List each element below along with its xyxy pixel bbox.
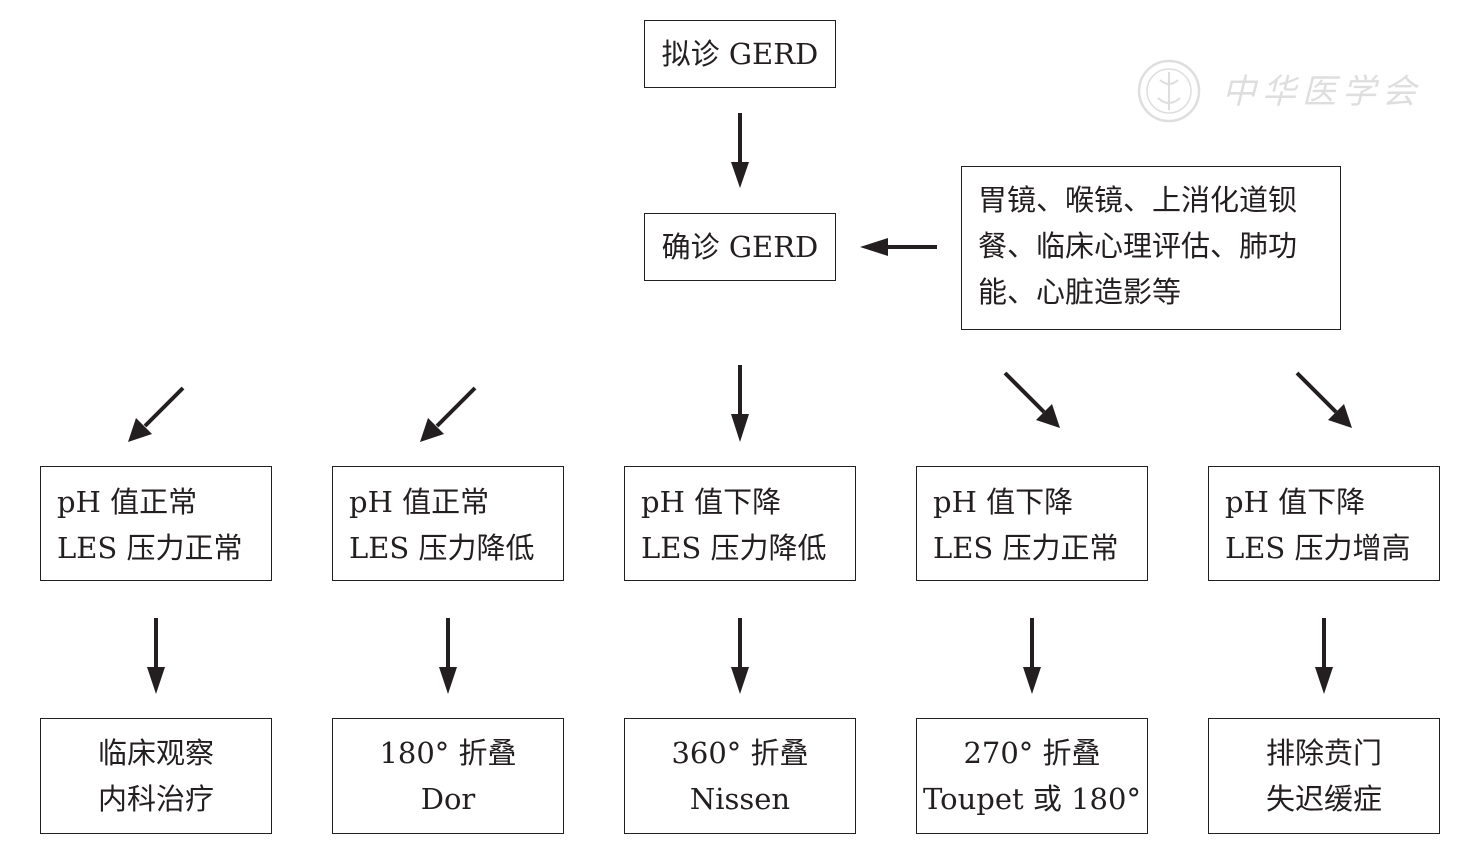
result-box-2: 180° 折叠 Dor [332, 718, 564, 834]
category-les-label: LES 压力降低 [349, 531, 535, 565]
confirm-gerd-box: 确诊 GERD [644, 213, 836, 281]
arrow-category-5-to-result [1315, 618, 1333, 694]
society-seal-icon [1137, 59, 1201, 123]
category-ph-label: pH 值下降 [1225, 485, 1366, 519]
arrow-confirm-to-category-1 [128, 386, 185, 442]
category-ph-label: pH 值正常 [349, 485, 490, 519]
arrow-category-2-to-result [439, 618, 457, 694]
result-line: 180° 折叠 [379, 736, 517, 770]
result-line: Nissen [689, 782, 791, 816]
category-box-5: pH 值下降 LES 压力增高 [1208, 466, 1440, 581]
exams-line: 餐、临床心理评估、肺功 [978, 229, 1298, 263]
category-box-4: pH 值下降 LES 压力正常 [916, 466, 1148, 581]
category-ph-label: pH 值下降 [933, 485, 1074, 519]
result-box-4: 270° 折叠 Toupet 或 180° [916, 718, 1148, 834]
category-box-1: pH 值正常 LES 压力正常 [40, 466, 272, 581]
exams-box: 胃镜、喉镜、上消化道钡 餐、临床心理评估、肺功 能、心脏造影等 [961, 166, 1341, 330]
watermark-text: 中华医学会 [1222, 72, 1422, 112]
category-les-label: LES 压力增高 [1225, 531, 1411, 565]
exams-line: 能、心脏造影等 [978, 275, 1182, 309]
result-line: 内科治疗 [97, 782, 214, 816]
result-line: 排除贲门 [1265, 736, 1382, 770]
arrow-category-1-to-result [147, 618, 165, 694]
result-box-3: 360° 折叠 Nissen [624, 718, 856, 834]
suspect-gerd-label: 拟诊 GERD [661, 37, 819, 71]
result-line: Toupet 或 180° [923, 782, 1141, 816]
arrow-suspect-to-confirm [731, 113, 749, 188]
result-line: 360° 折叠 [671, 736, 809, 770]
category-les-label: LES 压力正常 [57, 531, 243, 565]
category-les-label: LES 压力正常 [933, 531, 1119, 565]
watermark: 中华医学会 [1136, 58, 1416, 128]
category-ph-label: pH 值下降 [641, 485, 782, 519]
suspect-gerd-box: 拟诊 GERD [644, 20, 836, 88]
category-box-2: pH 值正常 LES 压力降低 [332, 466, 564, 581]
arrow-category-3-to-result [731, 618, 749, 694]
confirm-gerd-label: 确诊 GERD [661, 230, 819, 264]
arrow-exams-to-confirm [860, 238, 937, 256]
result-box-1: 临床观察 内科治疗 [40, 718, 272, 834]
result-line: 失迟缓症 [1265, 782, 1382, 816]
result-line: 临床观察 [97, 736, 214, 770]
arrow-category-4-to-result [1023, 618, 1041, 694]
arrow-confirm-to-category-3 [731, 365, 749, 442]
category-box-3: pH 值下降 LES 压力降低 [624, 466, 856, 581]
result-line: 270° 折叠 [963, 736, 1101, 770]
exams-line: 胃镜、喉镜、上消化道钡 [978, 183, 1298, 217]
result-line: Dor [420, 782, 476, 816]
arrow-confirm-to-category-2 [420, 386, 477, 442]
result-box-5: 排除贲门 失迟缓症 [1208, 718, 1440, 834]
arrow-confirm-to-category-4 [1003, 371, 1060, 428]
category-ph-label: pH 值正常 [57, 485, 198, 519]
arrow-confirm-to-category-5 [1295, 371, 1352, 428]
category-les-label: LES 压力降低 [641, 531, 827, 565]
